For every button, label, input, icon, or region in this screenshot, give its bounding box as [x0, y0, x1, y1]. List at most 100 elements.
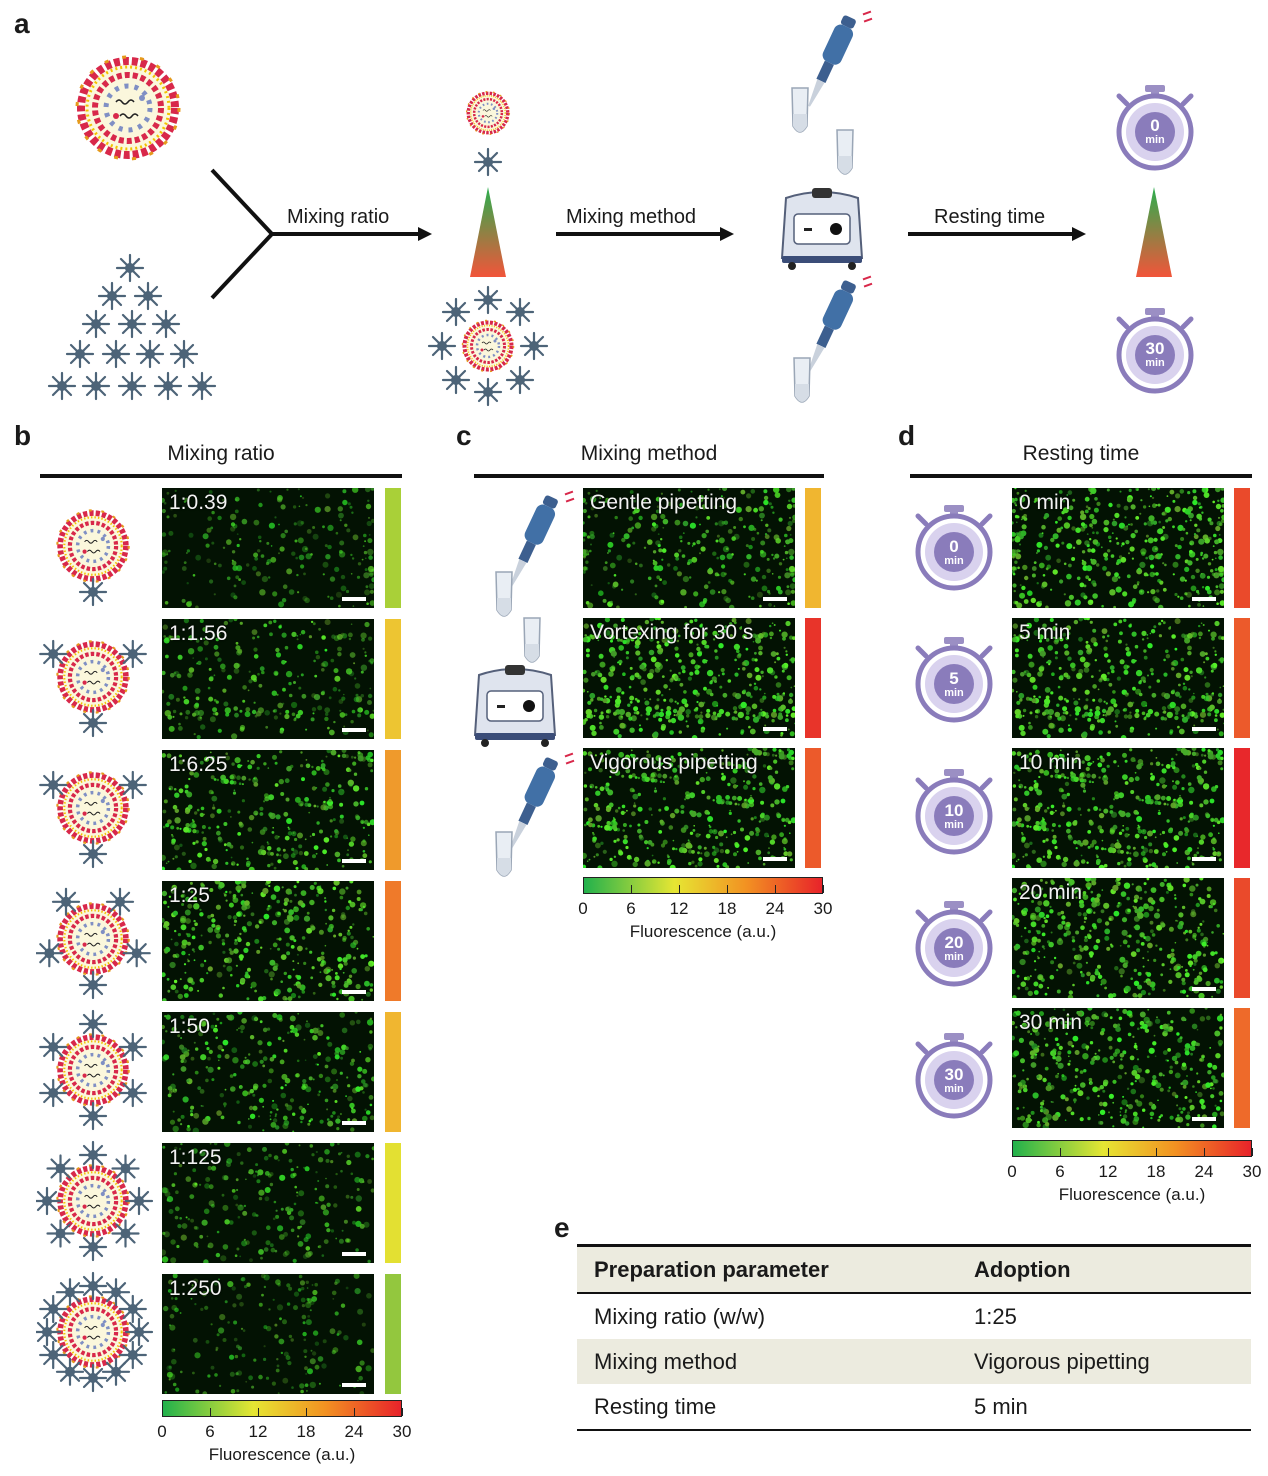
micelle-icon [118, 770, 147, 800]
colorbar-tick-mark [354, 1408, 355, 1416]
panel-c-rule [474, 474, 824, 478]
colorbar-tick-mark [1252, 1148, 1253, 1156]
colorbar-tick-label: 6 [626, 899, 636, 918]
timer-bottom-unit: min [1145, 357, 1165, 369]
fluorescence-speckle [162, 1012, 374, 1132]
micelle-icon [118, 1294, 147, 1324]
liposome-icon [57, 903, 128, 974]
colorbar-tick-label: 18 [717, 899, 737, 918]
arrow-label-mixing-ratio: Mixing ratio [287, 206, 390, 228]
micelle-icon [78, 1363, 108, 1393]
scale-bar [342, 1121, 366, 1125]
timer-unit: min [944, 1083, 964, 1095]
micelle-icon [36, 1186, 62, 1216]
fluorescence-speckle [583, 748, 795, 868]
colorbar-tick-mark [727, 885, 728, 893]
scale-bar [342, 1383, 366, 1387]
pipette-icon [501, 480, 578, 596]
micelle-icon [78, 708, 108, 738]
micelle-icon [39, 770, 68, 800]
fluorescence-color-bar [1234, 488, 1250, 608]
colorbar-tick-label: 0 [1007, 1162, 1017, 1181]
colorbar-tick-mark [1060, 1148, 1061, 1156]
fluorescence-speckle [162, 750, 374, 870]
timer-unit: min [944, 819, 964, 831]
fluorescence-color-bar [385, 881, 401, 1001]
parameter-table: Preparation parameter Adoption Mixing ra… [577, 1244, 1251, 1431]
fluorescence-speckle [163, 1274, 374, 1394]
colorbar-tick-mark [1012, 1148, 1013, 1156]
colorbar-tick-label: 18 [1146, 1162, 1166, 1181]
table-cell: Resting time [577, 1384, 957, 1431]
colorbar-tick-mark [210, 1408, 211, 1416]
micrograph-label: 1:25 [169, 884, 210, 907]
panel-d-rule [910, 474, 1252, 478]
micrograph-label: 1:1.56 [169, 622, 228, 645]
fluorescence-speckle [583, 488, 795, 608]
micelle-icon [78, 1140, 108, 1170]
colorbar-axis-label: Fluorescence (a.u.) [208, 1445, 356, 1464]
fluorescence-speckle [162, 619, 374, 739]
timer-value: 30 [944, 1065, 964, 1084]
panel-c-icons [474, 480, 578, 877]
liposome-icon [57, 772, 128, 843]
micelle-icon [78, 1101, 108, 1131]
panel_d-micrograph: 5 min [1012, 618, 1224, 738]
micelle-icon [124, 1317, 154, 1347]
panel-letter-c: c [456, 420, 472, 451]
micelle-icon [55, 1278, 85, 1307]
table-cell: Mixing ratio (w/w) [594, 1303, 766, 1329]
panel_b-micrograph: 1:6.25 [162, 750, 374, 870]
micelle-icon [122, 939, 151, 968]
scale-bar [342, 1252, 366, 1256]
micelle-icon [78, 1271, 108, 1301]
table-cell: 5 min [957, 1384, 1251, 1431]
micelle-icon [78, 839, 108, 869]
colorbar-tick-label: 24 [344, 1422, 364, 1441]
table-header-cell: Preparation parameter [577, 1244, 957, 1294]
arrow-label-resting-time: Resting time [934, 206, 1046, 228]
table-row: Mixing method Vigorous pipetting [577, 1339, 1251, 1384]
colorbar-axis-label: Fluorescence (a.u.) [629, 922, 777, 941]
timer-value: 20 [944, 933, 964, 952]
micrograph-label: 1:6.25 [169, 753, 228, 776]
panel_d-micrograph: 30 min [1012, 1008, 1224, 1128]
vortex-mixer-icon [474, 664, 556, 748]
colorbar-tick-label: 0 [578, 899, 588, 918]
micrograph-label: 20 min [1019, 881, 1083, 904]
fluorescence-speckle [1012, 878, 1224, 998]
timer-unit: min [944, 951, 964, 963]
micelle-icon [78, 1232, 108, 1262]
fluorescence-speckle [583, 618, 795, 738]
micelle-icon [51, 887, 81, 916]
colorbar-axis-label: Fluorescence (a.u.) [1058, 1185, 1206, 1204]
colorbar-tick-label: 6 [1055, 1162, 1065, 1181]
colorbar-tick-label: 0 [157, 1422, 167, 1441]
table-header-row: Preparation parameter Adoption [577, 1244, 1251, 1294]
timer-value: 10 [944, 801, 964, 820]
colorbar-tick-label: 24 [765, 899, 785, 918]
timer-unit: min [944, 555, 964, 567]
colorbar-gradient [1012, 1140, 1252, 1157]
micelle-icon [46, 1219, 75, 1248]
scale-bar [763, 597, 787, 601]
panel_c-micrograph: Vortexing for 30 s [583, 618, 795, 738]
micelle-icon [36, 1317, 62, 1347]
colorbar-tick-label: 30 [392, 1422, 412, 1441]
scale-bar [1192, 727, 1216, 731]
panel_d-micrograph: 10 min [1012, 748, 1224, 868]
fluorescence-color-bar [385, 619, 401, 739]
micelle-icon [105, 887, 135, 916]
micelle-icon [39, 639, 68, 669]
fluorescence-color-bar [805, 488, 821, 608]
panel-letter-e: e [554, 1212, 570, 1243]
micrograph-label: 5 min [1019, 621, 1071, 644]
scale-bar [342, 859, 366, 863]
timer-unit: min [944, 687, 964, 699]
micelle-icon [36, 939, 64, 968]
panel_d-micrograph: 0 min [1012, 488, 1224, 608]
micelle-small-icon [473, 147, 503, 177]
colorbar-tick-mark [306, 1408, 307, 1416]
timer-bottom-value: 30 [1145, 339, 1165, 358]
colorbar-tick-label: 12 [1098, 1162, 1118, 1181]
